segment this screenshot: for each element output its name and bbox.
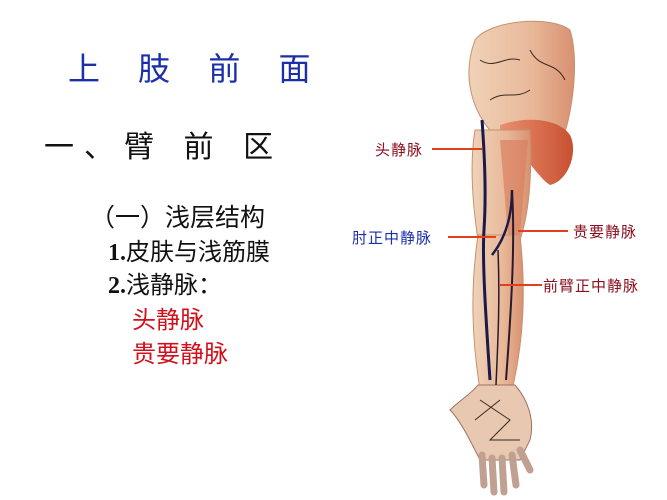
item-text: 浅静脉： (126, 271, 222, 299)
vein-basilic: 贵要静脉 (132, 340, 228, 368)
leader-line (448, 236, 496, 238)
arm-anatomy-illustration (449, 20, 575, 496)
leader-line (432, 148, 482, 150)
subsection-heading: （一）浅层结构 (90, 203, 266, 232)
vein-cephalic: 头静脉 (132, 306, 204, 334)
item-text: 皮肤与浅筋膜 (126, 238, 270, 266)
label-median-cubital-vein: 肘正中静脉 (352, 229, 433, 247)
label-median-antebrachial-vein: 前臂正中静脉 (543, 277, 640, 295)
list-item: 1.皮肤与浅筋膜 (108, 232, 270, 267)
slide-title: 上 肢 前 面 (68, 50, 325, 88)
label-cephalic-vein: 头静脉 (375, 141, 424, 159)
item-number: 1. (108, 240, 126, 266)
section-heading: 一、臂 前 区 (44, 130, 284, 165)
label-basilic-vein: 贵要静脉 (573, 223, 638, 241)
item-number: 2. (108, 273, 126, 299)
leader-line (518, 230, 568, 232)
leader-line (500, 284, 542, 286)
list-item: 2.浅静脉： (108, 265, 222, 300)
